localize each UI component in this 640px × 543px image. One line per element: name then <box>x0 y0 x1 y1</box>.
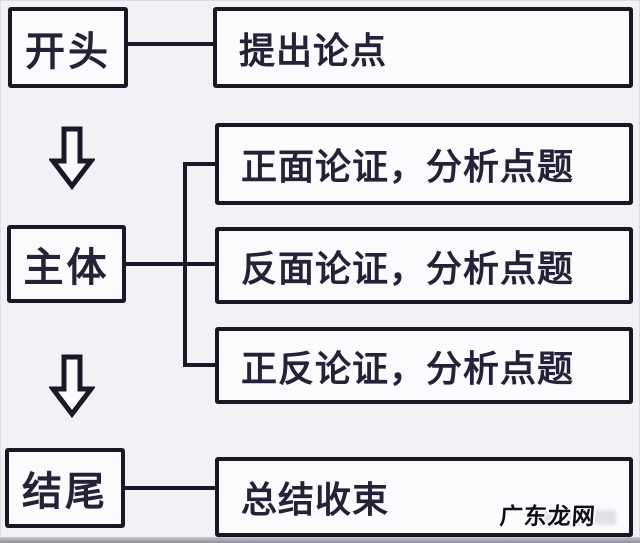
node-tichu-label: 提出论点 <box>239 30 388 72</box>
connector-stub-bottom <box>185 363 216 367</box>
node-zhengfan-lunzheng: 正反论证，分析点题 <box>215 327 633 404</box>
down-arrow-icon <box>49 354 95 418</box>
node-zhengmian-lunzheng: 正面论证，分析点题 <box>215 123 633 205</box>
connector-jiewei-zongjie <box>124 486 216 490</box>
node-jiewei-label: 结尾 <box>22 469 108 515</box>
node-kaitou: 开头 <box>8 7 128 88</box>
node-fanmian-lunzheng: 反面论证，分析点题 <box>215 227 633 304</box>
node-mid3-label: 正反论证，分析点题 <box>241 348 575 390</box>
connector-kaitou-tichu <box>126 42 214 46</box>
bottom-edge-strip <box>0 537 640 543</box>
node-zongjie-label: 总结收束 <box>241 480 390 521</box>
node-mid1-label: 正面论证，分析点题 <box>241 147 575 188</box>
watermark-ghost <box>538 510 616 525</box>
node-zhuti-label: 主体 <box>23 245 110 291</box>
down-arrow-icon <box>49 126 95 190</box>
node-tichu-lundian: 提出论点 <box>213 7 633 88</box>
connector-zhuti-branch <box>125 262 216 266</box>
node-zongjie-shoushu: 总结收束 <box>215 457 633 537</box>
connector-bracket-vertical <box>183 162 187 367</box>
node-mid2-label: 反面论证，分析点题 <box>241 248 575 290</box>
watermark: 广东龙网 <box>498 504 597 530</box>
node-zhuti: 主体 <box>7 225 126 303</box>
node-kaitou-label: 开头 <box>25 28 111 75</box>
connector-stub-top <box>185 162 216 166</box>
node-jiewei: 结尾 <box>5 448 125 528</box>
